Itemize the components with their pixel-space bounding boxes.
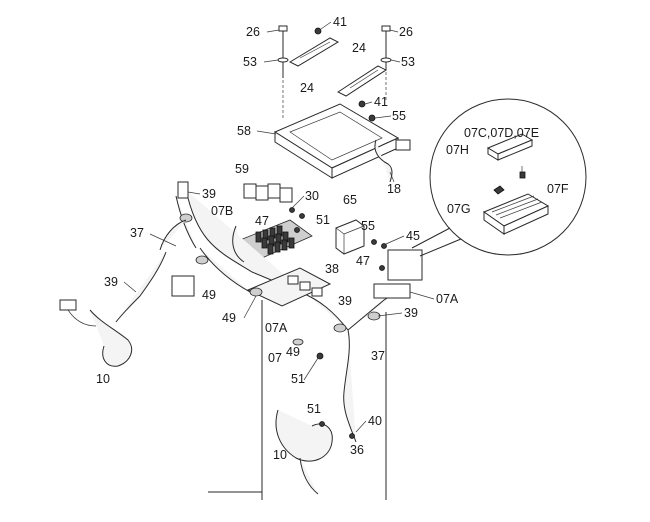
main-harness: [59, 181, 423, 495]
callout-47-mid: 47: [356, 254, 370, 268]
callout-55-mid: 55: [361, 219, 375, 233]
callout-07A-mid: 07A: [265, 321, 288, 335]
callout-37-left: 37: [130, 226, 144, 240]
callout-55-top: 55: [392, 109, 406, 123]
callout-51-mid: 51: [291, 372, 305, 386]
callout-41-top: 41: [333, 15, 347, 29]
callout-37-right: 37: [371, 349, 385, 363]
callout-07B: 07B: [211, 204, 233, 218]
callout-38: 38: [325, 262, 339, 276]
callout-24-lower: 24: [300, 81, 314, 95]
callout-07G: 07G: [447, 202, 471, 216]
callout-39-mid: 39: [338, 294, 352, 308]
controller-assembly: [273, 25, 411, 183]
callout-40: 40: [368, 414, 382, 428]
callout-30: 30: [305, 189, 319, 203]
callout-07: 07: [268, 351, 282, 365]
callout-53-left: 53: [243, 55, 257, 69]
callout-24-upper: 24: [352, 41, 366, 55]
callout-49-mid: 49: [286, 345, 300, 359]
callout-07F: 07F: [547, 182, 569, 196]
callout-07C-07D-07E: 07C,07D,07E: [464, 126, 539, 140]
callout-10-low: 10: [273, 448, 287, 462]
callout-18: 18: [387, 182, 401, 196]
callout-49-top: 49: [202, 288, 216, 302]
callout-36: 36: [350, 443, 364, 457]
callout-39-right: 39: [404, 306, 418, 320]
callout-59: 59: [235, 162, 249, 176]
callout-51-low: 51: [307, 402, 321, 416]
callout-26-left: 26: [246, 25, 260, 39]
callout-10-left: 10: [96, 372, 110, 386]
leader-lines: [123, 21, 435, 433]
callout-39-top: 39: [202, 187, 216, 201]
callout-07A-right: 07A: [436, 292, 459, 306]
callout-labels: 26 41 26 24 53 53 24 41 55 58 18 59 39 3…: [96, 15, 569, 462]
callout-26-right: 26: [399, 25, 413, 39]
callout-51-top: 51: [316, 213, 330, 227]
frame-lines: [208, 300, 387, 500]
callout-45: 45: [406, 229, 420, 243]
callout-58: 58: [237, 124, 251, 138]
callout-07H: 07H: [446, 143, 469, 157]
callout-65: 65: [343, 193, 357, 207]
detail-circle: [411, 98, 587, 257]
callout-49-left: 49: [222, 311, 236, 325]
callout-47-top: 47: [255, 214, 269, 228]
callout-41-mid: 41: [374, 95, 388, 109]
callout-39-left: 39: [104, 275, 118, 289]
callout-53-right: 53: [401, 55, 415, 69]
